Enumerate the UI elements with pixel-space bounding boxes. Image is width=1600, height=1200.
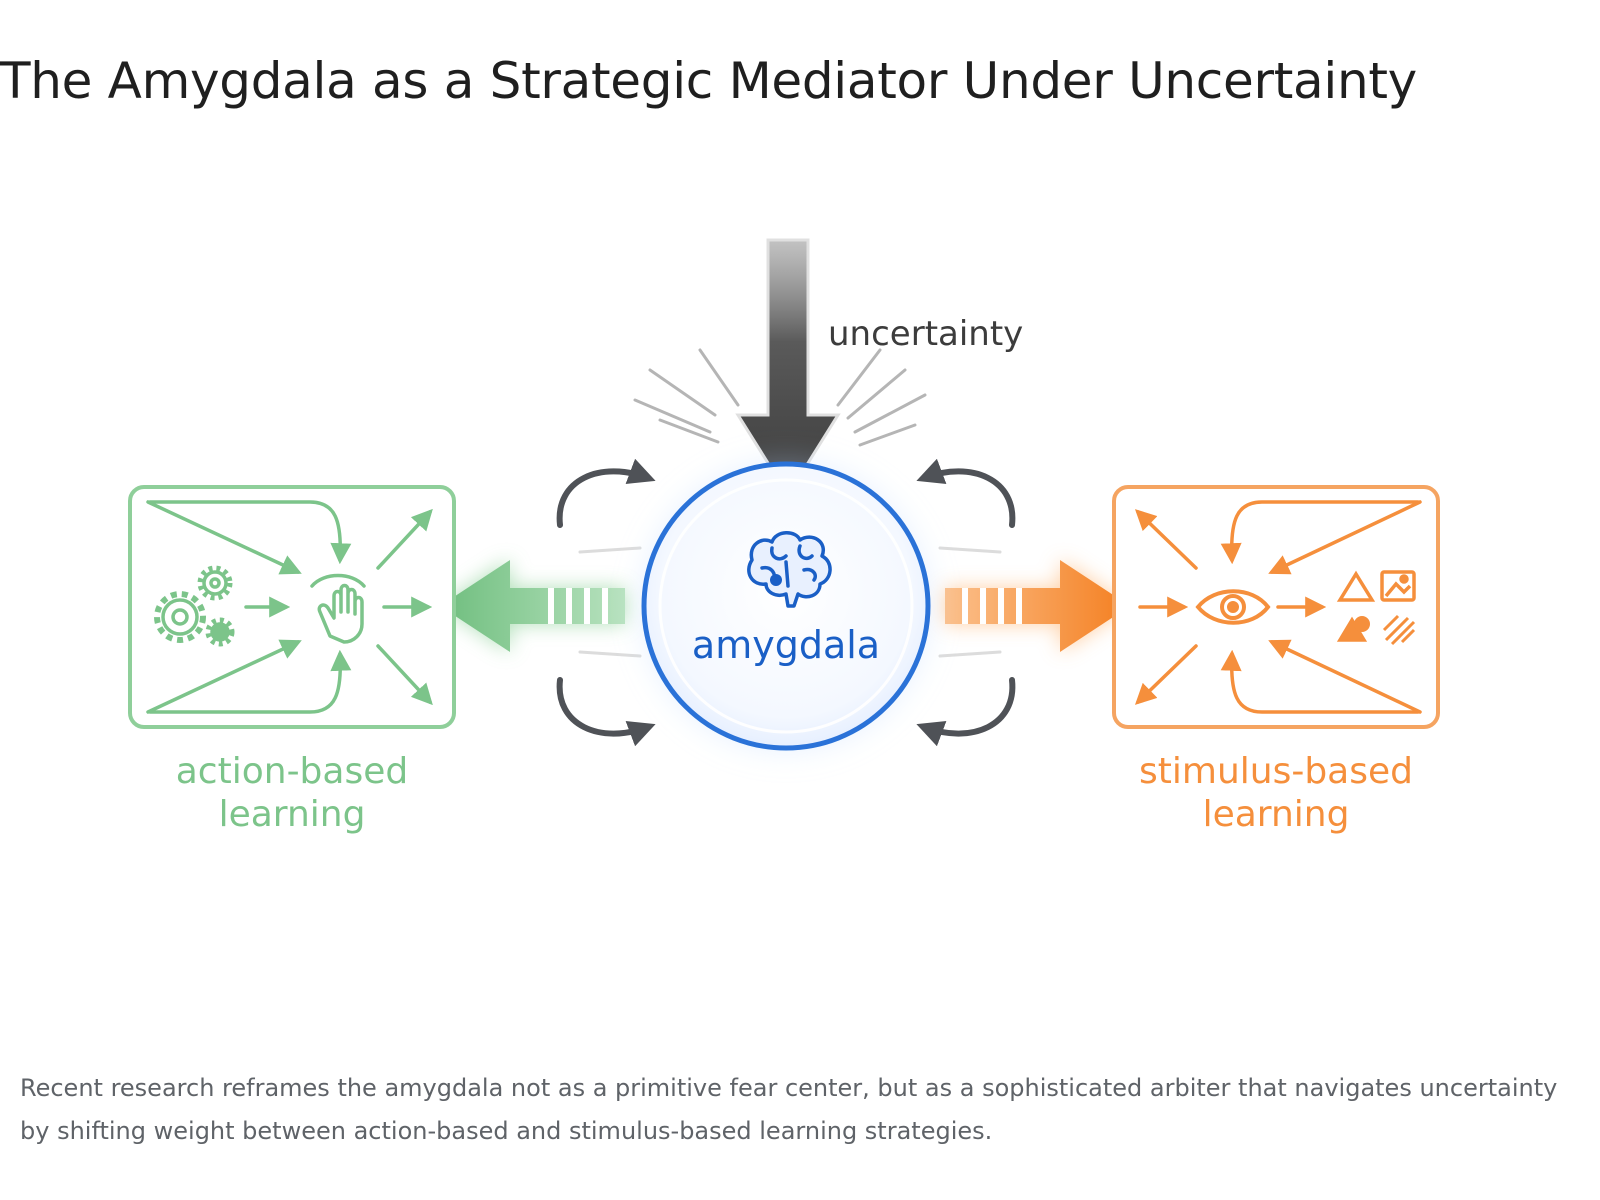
stimulus-output-arrow (945, 560, 1130, 652)
action-label-line1: action-based (176, 751, 408, 792)
page-title: The Amygdala as a Strategic Mediator Und… (0, 52, 1417, 110)
uncertainty-rays (633, 348, 927, 447)
amygdala-node: amygdala (624, 444, 948, 768)
action-learning-panel: action-based learning (128, 485, 456, 835)
feedback-arrow-top-right (916, 458, 1016, 528)
stimulus-label-line2: learning (1203, 794, 1350, 835)
amygdala-label: amygdala (692, 623, 880, 667)
gears-icon (154, 565, 235, 647)
caption: Recent research reframes the amygdala no… (20, 1074, 1558, 1145)
uncertainty-label: uncertainty (828, 314, 1023, 354)
feedback-arrow-bottom-right (916, 677, 1016, 747)
shapes-icon (1336, 570, 1416, 646)
stimulus-learning-panel: stimulus-based learning (1112, 485, 1440, 835)
feedback-arrows (556, 458, 1016, 747)
eye-icon (1195, 589, 1271, 625)
amygdala-highlight-icon (770, 574, 782, 586)
guide-lines (578, 546, 1002, 658)
brain-icon (747, 531, 832, 608)
action-output-arrow (440, 560, 625, 652)
feedback-arrow-top-left (556, 458, 656, 528)
action-label-line2: learning (219, 794, 366, 835)
hand-icon (310, 573, 366, 644)
feedback-arrow-bottom-left (556, 677, 656, 747)
stimulus-label-line1: stimulus-based (1139, 751, 1413, 792)
